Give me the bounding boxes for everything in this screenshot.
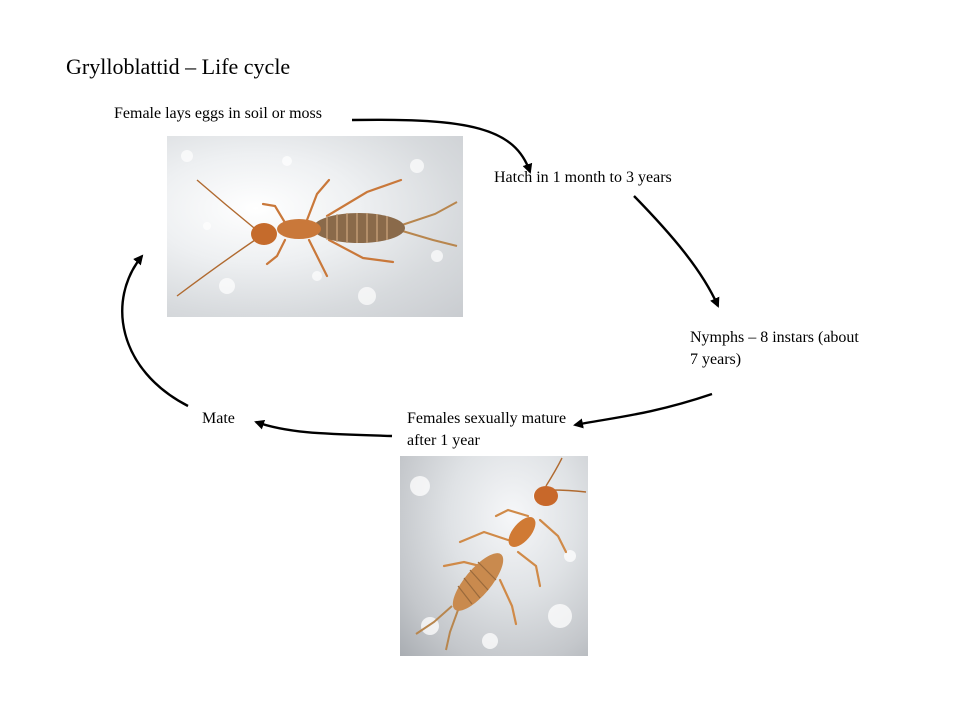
arrow-eggs-to-hatch	[351, 118, 533, 174]
grylloblattid-photo-lateral	[400, 456, 588, 656]
stage-mate-label: Mate	[202, 410, 235, 427]
stage-lay-eggs-label: Female lays eggs in soil or moss	[114, 105, 322, 122]
arrow-hatch-to-nymphs	[633, 195, 720, 308]
diagram-title: Grylloblattid – Life cycle	[66, 54, 291, 79]
stage-hatch-label: Hatch in 1 month to 3 years	[494, 169, 672, 186]
stage-nymphs-label: Nymphs – 8 instars (about 7 years)	[690, 329, 859, 368]
stage-sexual-maturity-label: Females sexually mature after 1 year	[407, 410, 567, 449]
arrow-mature-to-mate	[254, 419, 393, 438]
arrow-nymphs-to-mature	[573, 392, 713, 429]
arrow-mate-to-eggs	[121, 254, 189, 408]
grylloblattid-photo-dorsal	[167, 136, 463, 317]
